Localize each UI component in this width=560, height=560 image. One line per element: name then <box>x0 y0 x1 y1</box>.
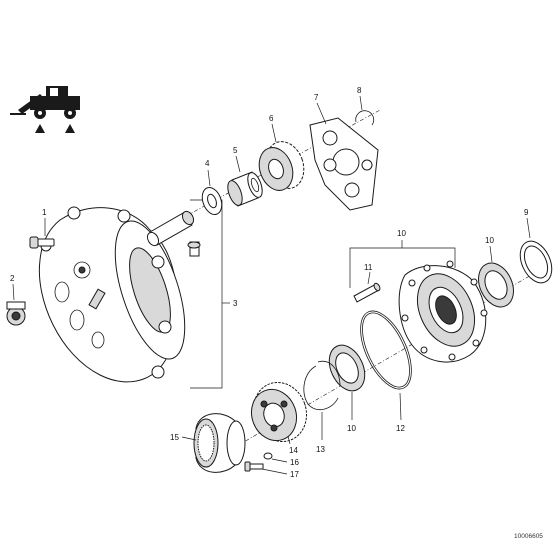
o-ring <box>360 310 412 390</box>
callout-7: 7 <box>314 93 319 102</box>
washer-small-leader <box>271 458 288 463</box>
callout-16: 15 <box>170 433 179 442</box>
ring-gear <box>193 413 246 473</box>
callout-1: 1 <box>42 208 47 217</box>
circlip <box>355 110 375 126</box>
drawing-reference: 10006605 <box>514 533 543 540</box>
sun-gear-carrier <box>250 381 307 443</box>
snap-ring <box>303 360 341 411</box>
stud-leader <box>367 271 371 285</box>
callout-9: 9 <box>524 208 529 217</box>
seal-leader <box>526 217 531 239</box>
callout-4: 4 <box>205 159 210 168</box>
callout-10-lower: 10 <box>347 424 356 433</box>
callout-10-upper: 10 <box>485 236 494 245</box>
callout-18: 17 <box>290 470 299 479</box>
wheel-stud <box>353 282 381 303</box>
tapered-bearing-outer <box>478 262 514 308</box>
callout-17: 16 <box>290 458 299 467</box>
callout-5: 5 <box>233 146 238 155</box>
planet-carrier-plate <box>309 117 379 211</box>
tapered-bearing-inner <box>328 344 366 392</box>
carrier-gear-leader <box>287 435 291 445</box>
lock-washer <box>263 452 273 460</box>
seal-ring <box>519 240 553 284</box>
plug-leader <box>12 283 15 301</box>
hub-bracket <box>349 247 456 288</box>
callout-6: 6 <box>269 114 274 123</box>
planet-gear <box>258 141 305 191</box>
washer-leader <box>207 169 211 187</box>
callout-12: 11 <box>364 263 373 272</box>
ring-gear-leader <box>181 436 197 441</box>
small-bolt <box>187 241 201 257</box>
callout-11: 10 <box>397 229 406 238</box>
callout-2: 2 <box>10 274 15 283</box>
hub-housing <box>38 206 186 383</box>
housing-bracket <box>190 199 223 389</box>
needle-bearing <box>227 171 263 207</box>
callout-3: 3 <box>233 299 238 308</box>
bearing-outer-leader <box>489 245 493 263</box>
bolt <box>29 236 55 249</box>
carrier-leader <box>316 102 327 125</box>
circlip-leader <box>359 95 363 111</box>
gear-leader <box>271 123 277 143</box>
bearing-leader <box>235 155 241 173</box>
callout-13: 12 <box>396 424 405 433</box>
lock-screw <box>244 461 264 472</box>
triangle-up-icon <box>35 124 45 133</box>
o-ring-leader <box>399 392 402 421</box>
callout-15: 14 <box>289 446 298 455</box>
thrust-washer <box>201 186 223 216</box>
callout-8: 8 <box>357 86 362 95</box>
plug <box>6 301 26 326</box>
callout-14: 13 <box>316 445 325 454</box>
screw-leader <box>261 468 288 475</box>
pin-shaft <box>146 210 195 247</box>
wheel-hub <box>398 260 488 363</box>
telehandler-icon <box>10 86 80 119</box>
triangle-up-icon <box>65 124 75 133</box>
